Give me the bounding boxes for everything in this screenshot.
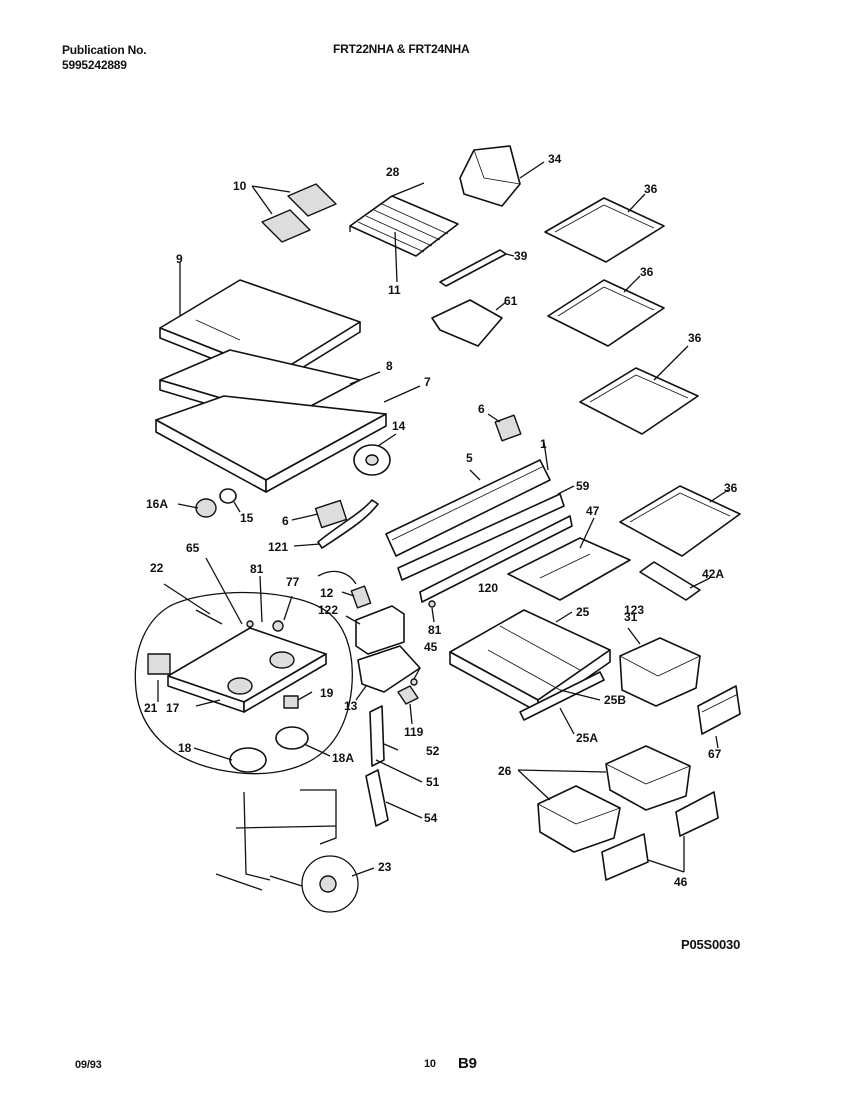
part-6-clip-upper [487,413,522,442]
callout-36b: 36 [640,265,654,279]
callout-25a: 25A [576,731,598,745]
part-14-detail [353,433,397,476]
callout-21: 21 [144,701,158,715]
callout-45: 45 [424,640,438,654]
callout-119: 119 [404,725,424,739]
callout-120: 120 [478,581,498,595]
callout-9: 9 [176,252,183,266]
part-61-bracket [431,299,507,347]
callout-12: 12 [320,586,334,600]
callout-51: 51 [426,775,440,789]
callout-46: 46 [674,875,688,889]
callout-6b: 6 [282,514,289,528]
callout-13: 13 [344,699,358,713]
part-5-1-59-rails [385,441,575,603]
callout-28: 28 [386,165,400,179]
footer-section: B9 [458,1055,477,1072]
callout-5: 5 [466,451,473,465]
publication-number: 5995242889 [62,58,127,72]
callout-22: 22 [150,561,164,575]
part-16a-15-knob [177,488,241,518]
callout-67: 67 [708,747,722,761]
callout-31: 31 [624,610,638,624]
part-26-drawers [517,745,691,853]
figure-code: P05S0030 [681,937,741,952]
part-6-121-damper [291,499,379,585]
callout-18: 18 [178,741,192,755]
callout-34: 34 [548,152,562,166]
callout-36: 36 [644,182,658,196]
part-67-cover [697,685,741,749]
part-47-glass [507,517,631,601]
callout-81: 81 [250,562,264,576]
part-7-freezer-floor [155,385,421,493]
part-23-cabinet-detail [215,789,375,913]
callout-121: 121 [268,540,288,554]
part-42a-rail [639,561,711,601]
callout-25b: 25B [604,693,626,707]
callout-25: 25 [576,605,590,619]
callout-26: 26 [498,764,512,778]
callout-10: 10 [233,179,247,193]
callout-42a: 42A [702,567,724,581]
callout-122: 122 [318,603,338,617]
model-title: FRT22NHA & FRT24NHA [333,42,470,56]
footer-page: 10 [424,1058,436,1070]
callout-18a: 18A [332,751,354,765]
footer-date: 09/93 [75,1059,102,1071]
part-34-bin [459,145,545,207]
part-28-wire-shelf [349,182,459,283]
part-36-glass-shelves [544,193,741,557]
callout-17: 17 [166,701,180,715]
callout-54: 54 [424,811,438,825]
part-52-51-54-ducts [365,705,423,827]
callout-14: 14 [392,419,406,433]
callout-59: 59 [576,479,590,493]
callout-6: 6 [478,402,485,416]
part-31-pan [619,627,701,707]
callout-19: 19 [320,686,334,700]
callout-36d: 36 [724,481,738,495]
callout-16a: 16A [146,497,168,511]
callout-77: 77 [286,575,300,589]
part-25-drawer-frame [449,609,611,735]
callout-11: 11 [388,283,401,297]
callout-8: 8 [386,359,393,373]
callout-52: 52 [426,744,440,758]
callout-47: 47 [586,504,600,518]
callout-15: 15 [240,511,254,525]
callout-7: 7 [424,375,431,389]
callout-39: 39 [514,249,528,263]
callout-23: 23 [378,860,392,874]
part-10-ice-trays [251,183,337,243]
callout-81b: 81 [428,623,442,637]
part-122-13-housing [345,605,421,701]
callout-1: 1 [540,437,547,451]
callout-61: 61 [504,294,518,308]
part-12-sensor [341,585,372,609]
part-46-drawer-covers [601,791,719,881]
callout-65: 65 [186,541,200,555]
part-39-rail [439,249,515,287]
publication-label: Publication No. [62,43,147,57]
part-119-45-81-small [397,600,436,725]
callout-123: 123 [624,603,644,617]
detail-circle-control [134,557,353,775]
callout-36c: 36 [688,331,702,345]
